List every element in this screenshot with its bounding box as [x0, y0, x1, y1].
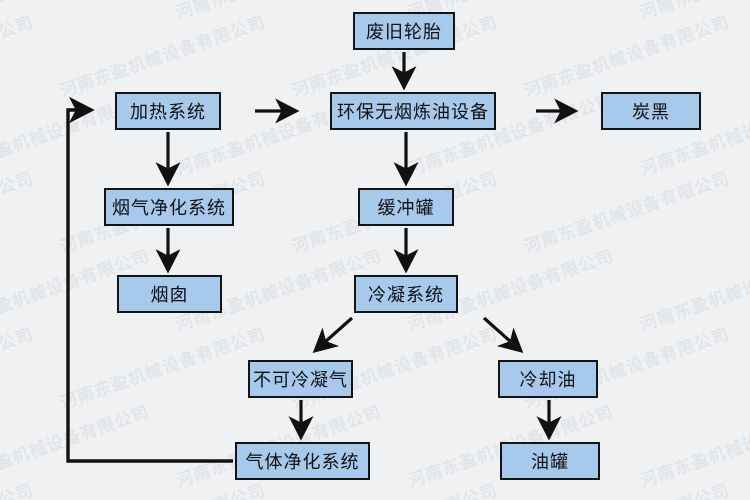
node-label: 废旧轮胎 — [366, 22, 442, 43]
node-label: 冷凝系统 — [368, 285, 444, 306]
edge-condensation-to-noncond-gas — [312, 316, 354, 353]
node-carbon-black[interactable]: 炭黑 — [601, 92, 701, 130]
node-heating-system[interactable]: 加热系统 — [115, 92, 221, 130]
node-label: 不可冷凝气 — [253, 370, 348, 391]
node-label: 油罐 — [531, 452, 569, 473]
node-gas-purification-system[interactable]: 气体净化系统 — [235, 442, 370, 480]
node-label: 烟气净化系统 — [112, 198, 226, 219]
node-refining-equipment[interactable]: 环保无烟炼油设备 — [330, 92, 496, 130]
edge-condensation-to-cooling-oil — [482, 316, 524, 353]
node-cooling-oil[interactable]: 冷却油 — [498, 360, 598, 398]
node-waste-tires[interactable]: 废旧轮胎 — [353, 12, 455, 50]
node-condensation-system[interactable]: 冷凝系统 — [354, 275, 458, 313]
node-noncondensable-gas[interactable]: 不可冷凝气 — [248, 360, 353, 398]
node-label: 冷却油 — [519, 370, 577, 391]
node-label: 加热系统 — [130, 102, 206, 123]
node-buffer-tank[interactable]: 缓冲罐 — [358, 188, 454, 226]
node-oil-tank[interactable]: 油罐 — [500, 442, 600, 480]
node-flue-gas-purification[interactable]: 烟气净化系统 — [104, 188, 234, 226]
node-label: 缓冲罐 — [377, 198, 435, 219]
node-label: 气体净化系统 — [245, 452, 360, 473]
node-label: 烟囱 — [150, 285, 189, 306]
node-chimney[interactable]: 烟囱 — [117, 275, 222, 313]
node-label: 炭黑 — [632, 102, 670, 123]
node-label: 环保无烟炼油设备 — [337, 102, 489, 123]
